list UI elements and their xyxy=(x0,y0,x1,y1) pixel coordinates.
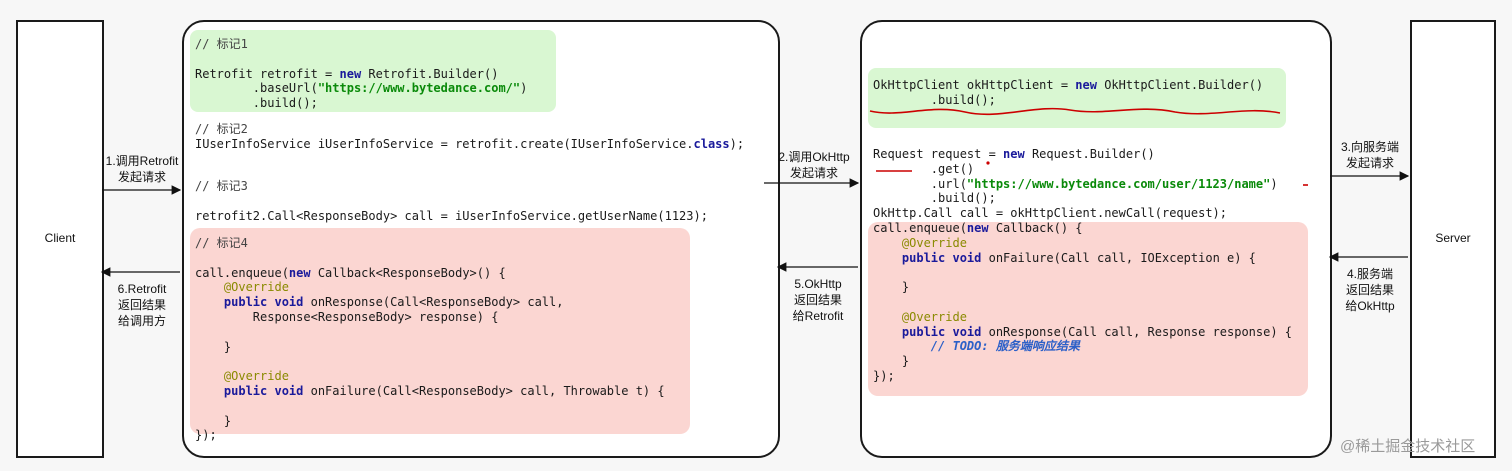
red-underline xyxy=(869,107,1281,116)
code-text: Request request = xyxy=(873,147,1004,161)
retrofit-mark3-code: // 标记3 retrofit2.Call<ResponseBody> call… xyxy=(195,179,708,223)
retrofit-mark1-highlight xyxy=(190,30,556,112)
client-box xyxy=(16,20,104,458)
code-text: Retrofit.Builder() xyxy=(361,66,499,81)
okhttp-request-code: Request request = new Request.Builder() … xyxy=(873,147,1292,384)
code-text: }); xyxy=(195,428,217,443)
code-text: .build(); xyxy=(873,191,996,206)
mark4-comment: // 标记4 xyxy=(195,236,248,250)
code-text: retrofit2.Call<ResponseBody> call = iUse… xyxy=(195,208,708,223)
code-keyword: public void xyxy=(873,324,982,339)
code-text: Response<ResponseBody> response) { xyxy=(195,309,499,324)
code-keyword: new xyxy=(288,265,311,280)
code-text: OkHttp.Call call = okHttpClient.newCall(… xyxy=(873,206,1228,221)
okhttp-client-highlight xyxy=(868,68,1286,128)
code-text: onResponse(Call call, Response response)… xyxy=(981,324,1293,339)
server-label: Server xyxy=(1435,231,1471,245)
retrofit-mark4-highlight xyxy=(190,228,690,434)
code-keyword: new xyxy=(339,66,362,81)
code-text: .build(); xyxy=(195,96,318,111)
code-keyword: new xyxy=(966,220,989,235)
code-annotation: @Override xyxy=(873,309,967,324)
code-annotation: @Override xyxy=(873,235,967,250)
server-box xyxy=(1410,20,1496,458)
code-text: .get() xyxy=(873,161,975,176)
arrow-4-label: 4.服务端 返回结果 给OkHttp xyxy=(1345,267,1395,313)
code-todo-comment: TODO: 服务端响应结果 xyxy=(952,339,1080,354)
code-text: onFailure(Call<ResponseBody> call, Throw… xyxy=(303,383,665,398)
arrow-5-label: 5.OkHttp 返回结果 给Retrofit xyxy=(792,277,844,323)
code-text: ); xyxy=(729,136,745,151)
arrow-3-label: 3.向服务端 发起请求 xyxy=(1340,140,1399,170)
code-text: IUserInfoService iUserInfoService = retr… xyxy=(195,136,694,151)
code-comment: // xyxy=(873,339,953,354)
code-annotation: @Override xyxy=(195,369,289,384)
code-text: .build(); xyxy=(873,92,996,107)
code-text: OkHttpClient.Builder() xyxy=(1096,78,1264,92)
code-text: onResponse(Call<ResponseBody> call, xyxy=(303,295,564,310)
arrow-1-label: 1.调用Retrofit 发起请求 xyxy=(105,154,179,184)
code-text: }); xyxy=(873,368,895,383)
code-keyword: public void xyxy=(195,383,304,398)
code-keyword: class xyxy=(693,136,730,151)
code-text: } xyxy=(873,280,910,295)
client-label: Client xyxy=(44,231,76,245)
code-text: .url( xyxy=(873,176,967,191)
watermark: @稀土掘金技术社区 xyxy=(1340,438,1476,455)
code-string: "https://www.bytedance.com/user/1123/nam… xyxy=(966,176,1271,191)
mark2-comment: // 标记2 xyxy=(195,122,248,136)
retrofit-mark1-code: // 标记1 Retrofit retrofit = new Retrofit.… xyxy=(195,37,527,111)
mark3-comment: // 标记3 xyxy=(195,179,248,193)
retrofit-mark2-code: // 标记2 IUserInfoService iUserInfoService… xyxy=(195,122,744,152)
code-text: Callback() { xyxy=(988,220,1083,235)
code-text: ) xyxy=(520,81,528,96)
arrow-2-label: 2.调用OkHttp 发起请求 xyxy=(778,150,850,180)
code-keyword: new xyxy=(1075,78,1097,92)
code-text: call.enqueue( xyxy=(873,220,967,235)
okhttp-client-code: OkHttpClient okHttpClient = new OkHttpCl… xyxy=(873,78,1263,108)
code-annotation: @Override xyxy=(195,280,289,295)
okhttp-enqueue-highlight xyxy=(868,222,1308,396)
code-keyword: public void xyxy=(195,295,304,310)
mark1-comment: // 标记1 xyxy=(195,37,248,51)
arrow-6-label: 6.Retrofit 返回结果 给调用方 xyxy=(117,282,167,328)
retrofit-mark4-code: // 标记4 call.enqueue(new Callback<Respons… xyxy=(195,236,665,443)
code-text: OkHttpClient okHttpClient = xyxy=(873,78,1076,92)
code-text: } xyxy=(195,339,232,354)
code-text: call.enqueue( xyxy=(195,265,289,280)
code-keyword: new xyxy=(1003,147,1025,161)
code-text: Retrofit retrofit = xyxy=(195,66,340,81)
code-text: onFailure(Call call, IOException e) { xyxy=(981,250,1256,265)
code-keyword: public void xyxy=(873,250,982,265)
code-text: } xyxy=(195,413,232,428)
code-text: Request.Builder() xyxy=(1024,147,1155,161)
code-text: ) xyxy=(1270,176,1278,191)
code-text: } xyxy=(873,354,910,369)
red-dot xyxy=(986,161,990,165)
code-text: .baseUrl( xyxy=(195,81,318,96)
code-string: "https://www.bytedance.com/" xyxy=(317,81,521,96)
code-text: Callback<ResponseBody>() { xyxy=(310,265,506,280)
